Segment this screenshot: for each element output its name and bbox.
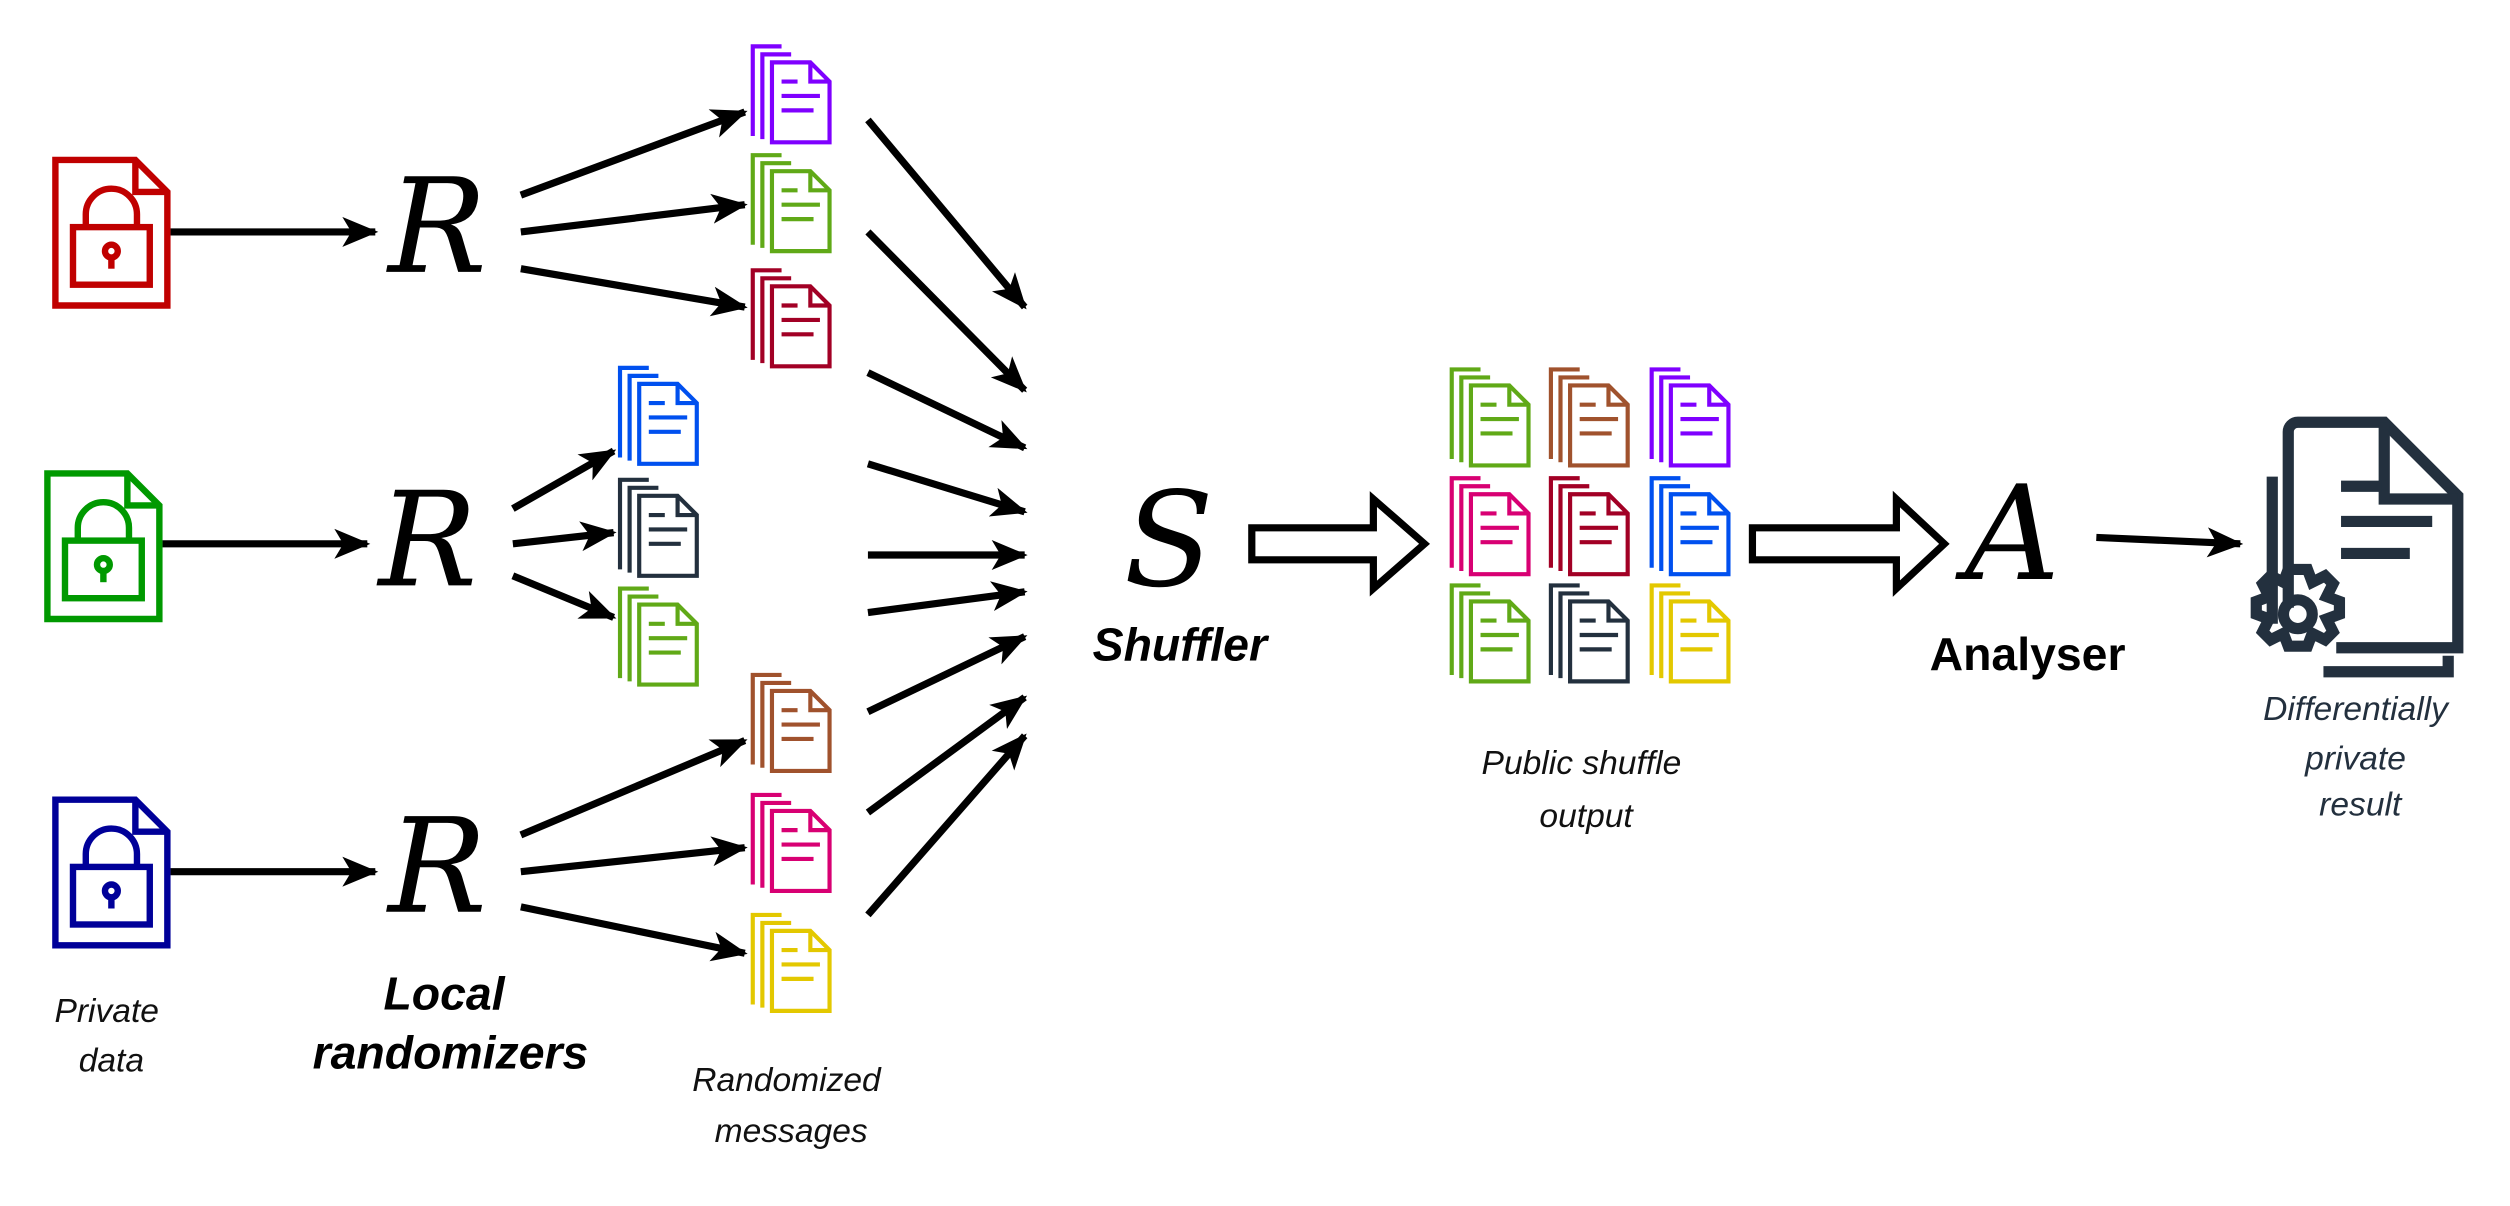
arrow-icon [512,521,617,552]
local-randomizers-label: Local randomizers [313,967,589,1078]
message-stack-icon [753,46,830,142]
message-stack-icon [1452,478,1529,574]
message-stack-icon [753,155,830,251]
message-stack-icon [753,675,830,771]
analyser-label: Analyser [1930,628,2126,680]
arrow-icon [520,836,748,876]
locked-file-icon [55,160,167,306]
arrow-icon [865,694,1028,816]
arrow-icon [511,572,617,621]
randomizer-symbol: R [386,790,487,943]
result-label-line: private [2304,740,2406,777]
arrow-icon [520,193,748,236]
arrow-icon [865,733,1028,918]
message-stack-icon [1551,369,1628,465]
message-stack-icon [1551,585,1628,681]
private-data-label-line: data [79,1043,144,1080]
message-stack-icon [1652,478,1729,574]
analyser-symbol: A [1955,457,2060,610]
message-stack-icon [620,480,697,576]
private-file-blue [55,800,167,946]
arrow-icon [2096,527,2244,558]
randomized-messages-label-line: Randomized [692,1062,882,1099]
message-stack-icon [1652,369,1729,465]
shuffler-label: Shuffler [1093,619,1270,671]
message-stack-icon [753,915,830,1011]
arrow-icon [866,633,1028,716]
arrow-icon [520,265,748,317]
result-label-line: Differentially [2263,691,2450,728]
message-stack-icon [753,270,830,366]
arrow-icon [865,229,1028,393]
public-shuffle-output-grid [1452,369,1729,681]
message-stack-icon [1551,478,1628,574]
local-randomizers-label-line: randomizers [313,1026,589,1078]
locked-file-icon [47,473,159,619]
randomized-messages-label-line: messages [715,1113,868,1150]
arrow-icon [519,108,748,199]
arrow-icon [867,581,1028,617]
message-stack-icon [1652,585,1729,681]
local-randomizers-label-line: Local [383,967,505,1019]
public-shuffle-output-label-line: output [1539,798,1634,835]
private-file-green [47,473,159,619]
arrow-icon [866,369,1028,452]
arrow-icon [865,117,1028,310]
arrow-icon [866,460,1028,517]
private-file-red [55,160,167,306]
hollow-arrow-icon [1248,491,1431,597]
document-gear-icon [2250,416,2464,678]
randomizer-symbol: R [386,150,487,303]
private-data-label: Private data [54,993,168,1080]
message-stack-icon [620,368,697,464]
arrow-icon [511,447,617,512]
public-shuffle-output-label: Public shuffle output [1482,745,1691,835]
arrow-icon [520,903,748,962]
message-stack-icon [1452,585,1529,681]
randomizer-symbol: R [376,463,477,616]
arrow-icon [519,737,748,839]
result-label-line: result [2319,787,2403,824]
message-stack-icon [753,795,830,891]
message-stack-icon [1452,369,1529,465]
public-shuffle-output-label-line: Public shuffle [1482,745,1682,782]
locked-file-icon [55,800,167,946]
hollow-arrow-icon [1748,490,1950,597]
shuffler-symbol: S [1124,463,1214,616]
result-label: Differentially private result [2263,691,2457,824]
message-stack-icon [620,589,697,685]
private-data-label-line: Private [54,993,159,1030]
randomized-messages-label: Randomized messages [692,1062,890,1150]
